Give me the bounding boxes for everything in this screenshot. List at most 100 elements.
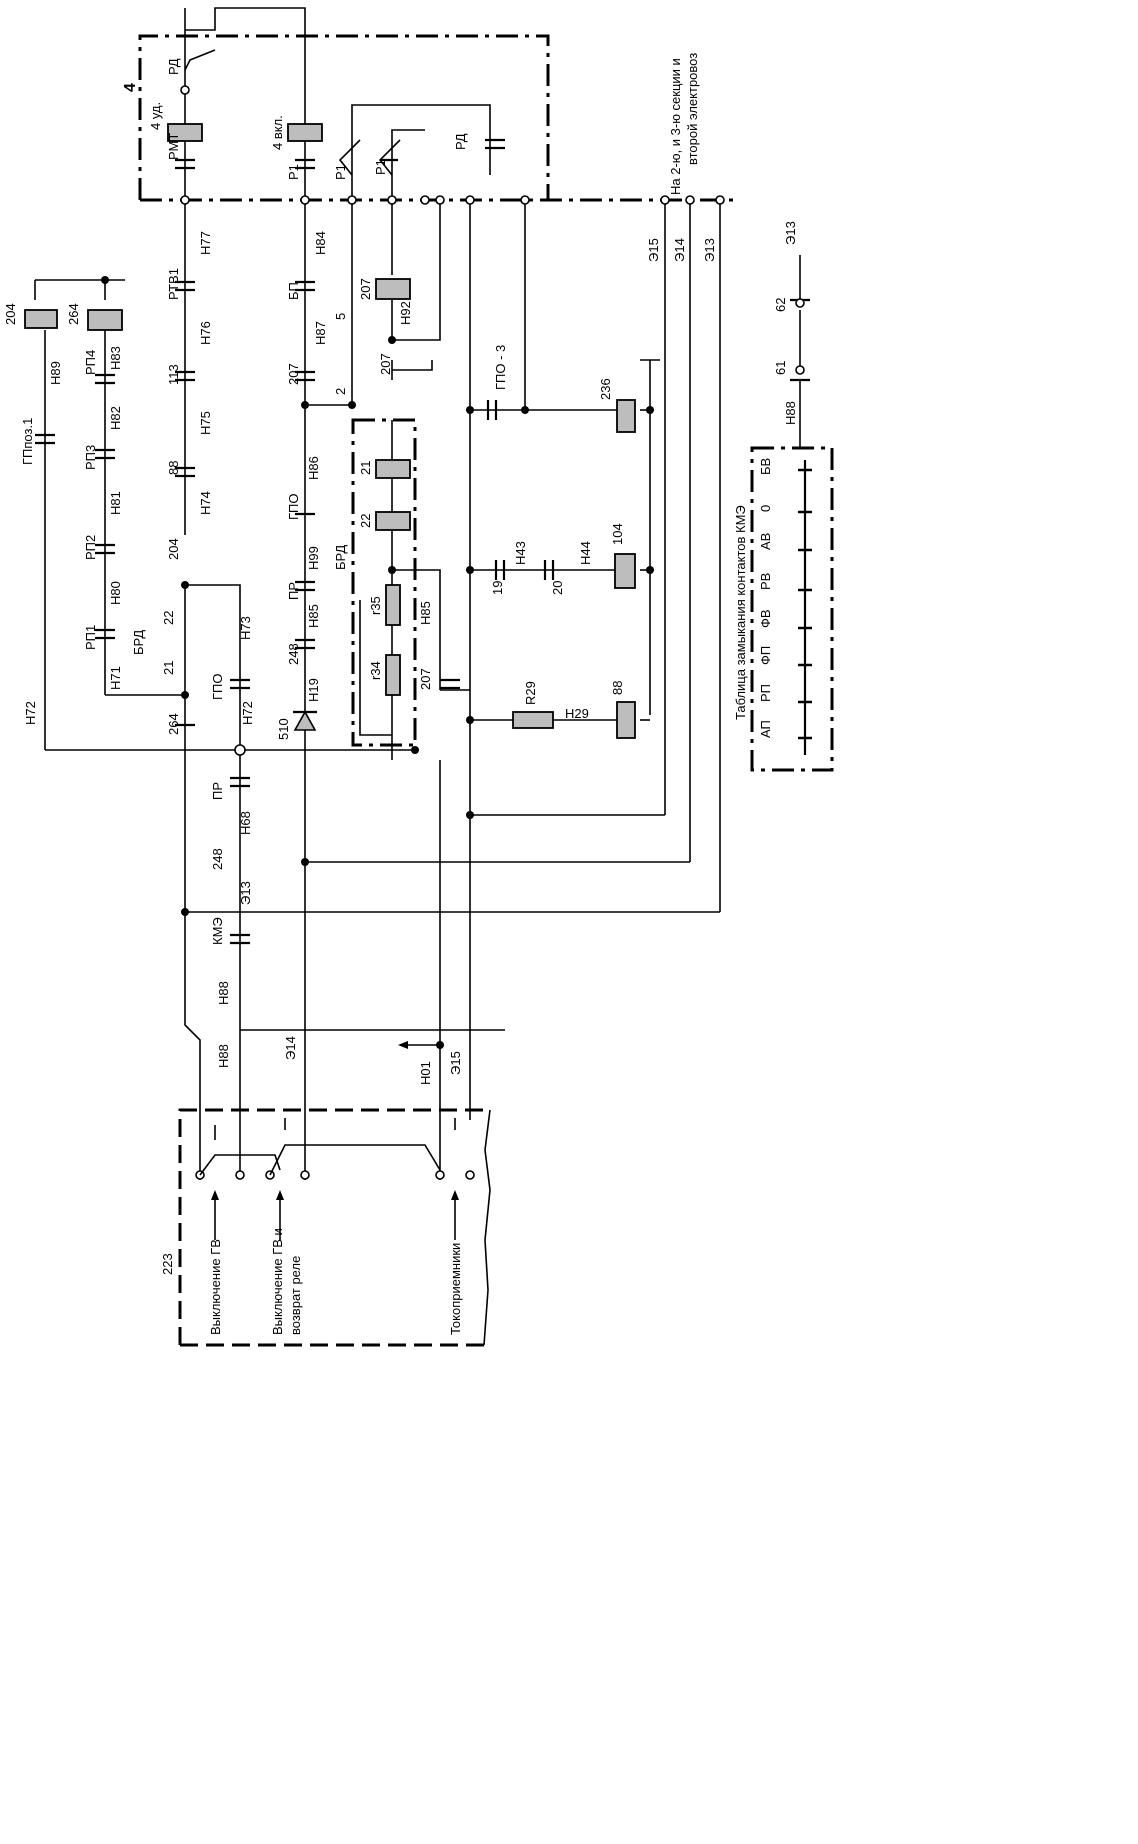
label-n81: Н81 (108, 491, 123, 515)
resistor-r35 (385, 584, 401, 626)
label-rp4: РП4 (83, 350, 98, 375)
label-e13-right: Э13 (783, 221, 798, 245)
label-21-left: 21 (161, 661, 176, 675)
label-22-mid: 22 (358, 514, 373, 528)
resistor-r29 (512, 711, 554, 729)
table-enclosure (750, 446, 834, 772)
label-n75: Н75 (198, 411, 213, 435)
junctions (101, 85, 805, 1180)
label-pos-0: 0 (758, 505, 773, 512)
label-n99: Н99 (306, 546, 321, 570)
label-r29: R29 (523, 681, 538, 705)
label-n76: Н76 (198, 321, 213, 345)
label-table-title: Таблица замыкания контактов КМЭ (733, 505, 748, 720)
label-p1-b: Р1 (333, 164, 348, 180)
label-n43: Н43 (513, 541, 528, 565)
label-21-mid: 21 (358, 461, 373, 475)
label-rtv1: РТВ1 (166, 268, 181, 300)
label-88c: 88 (610, 681, 625, 695)
label-22-left: 22 (161, 611, 176, 625)
label-e13-low: Э13 (238, 881, 253, 905)
label-btn3: Токоприемники (448, 1243, 463, 1335)
label-pos-rv: РВ (758, 573, 773, 590)
label-264-left: 264 (166, 713, 181, 735)
coil-4vkl (287, 123, 323, 142)
coil-204 (24, 309, 58, 329)
label-rp2: РП2 (83, 535, 98, 560)
label-pos-ap: АП (758, 720, 773, 738)
label-gpo-mid: ГПО (286, 494, 301, 521)
label-2: 2 (333, 388, 348, 395)
label-n71: Н71 (108, 666, 123, 690)
coil-88 (616, 701, 636, 739)
label-n86: Н86 (306, 456, 321, 480)
label-19: 19 (490, 581, 505, 595)
label-n88-low1: Н88 (216, 981, 231, 1005)
block-4-enclosure (138, 34, 735, 202)
label-block-4: 4 (122, 83, 139, 92)
label-btn2b: возврат реле (288, 1256, 303, 1335)
relay-coils (24, 123, 636, 739)
label-113: 113 (166, 364, 181, 385)
label-rd-top: РД (166, 58, 181, 75)
label-rmt: РМТ (166, 133, 181, 160)
label-brd-mid: БРД (333, 545, 348, 570)
label-coil-204: 204 (3, 303, 18, 325)
coil-104 (614, 553, 636, 589)
label-pos-rp: РП (758, 684, 773, 702)
label-4-vkl: 4 вкл. (270, 115, 285, 150)
label-gpo3: ГПО - 3 (493, 345, 508, 390)
label-207c: 207 (378, 353, 393, 375)
label-248-low: 248 (210, 848, 225, 870)
label-n29: Н29 (565, 706, 589, 721)
coil-207 (375, 278, 411, 300)
label-88a: 88 (166, 461, 181, 475)
diode-510 (293, 710, 317, 731)
label-pr-mid: ПР (286, 582, 301, 600)
label-n84: Н84 (313, 231, 328, 255)
label-coil-264: 264 (66, 303, 81, 325)
label-207-low: 207 (418, 668, 433, 690)
kme-table-marks (798, 468, 812, 740)
label-207a: 207 (286, 363, 301, 385)
label-p1-a: Р1 (286, 164, 301, 180)
label-510: 510 (276, 718, 291, 740)
push-buttons-223 (199, 1041, 459, 1240)
label-236: 236 (598, 378, 613, 400)
label-pos-bv: БВ (758, 458, 773, 475)
label-btn2a: Выключение ГВ и (270, 1228, 285, 1335)
label-n72-left: Н72 (23, 701, 38, 725)
label-pos-fv: ФВ (758, 609, 773, 628)
label-n44: Н44 (578, 541, 593, 565)
label-n19: Н19 (306, 678, 321, 702)
label-gpo-left: ГПО (210, 674, 225, 701)
label-n72-mid: Н72 (240, 701, 255, 725)
label-n74: Н74 (198, 491, 213, 515)
label-207b: 207 (358, 278, 373, 300)
wires (34, 7, 807, 1180)
label-pos-av: АВ (758, 533, 773, 550)
label-rp1: РП1 (83, 625, 98, 650)
label-second-loco: второй электровоз (685, 53, 700, 165)
label-e14-low: Э14 (283, 1036, 298, 1060)
label-n88-low2: Н88 (216, 1044, 231, 1068)
label-e15-top: Э15 (646, 238, 661, 262)
coil-236 (616, 399, 636, 433)
coil-brd-22 (375, 511, 411, 531)
label-rd-right: РД (453, 133, 468, 150)
label-kme: КМЭ (210, 917, 225, 945)
label-brd-left: БРД (131, 630, 146, 655)
label-n82: Н82 (108, 406, 123, 430)
brd-enclosure (351, 418, 417, 747)
contacts (35, 49, 810, 945)
label-n73: Н73 (238, 616, 253, 640)
label-4-udl: 4 уд. (148, 102, 163, 130)
label-n68: Н68 (238, 811, 253, 835)
resistor-r34 (385, 654, 401, 696)
label-204a: 204 (166, 538, 181, 560)
label-n85-right: Н85 (418, 601, 433, 625)
label-n89: Н89 (48, 361, 63, 385)
label-r34: r34 (368, 661, 383, 680)
label-61: 61 (773, 361, 788, 375)
